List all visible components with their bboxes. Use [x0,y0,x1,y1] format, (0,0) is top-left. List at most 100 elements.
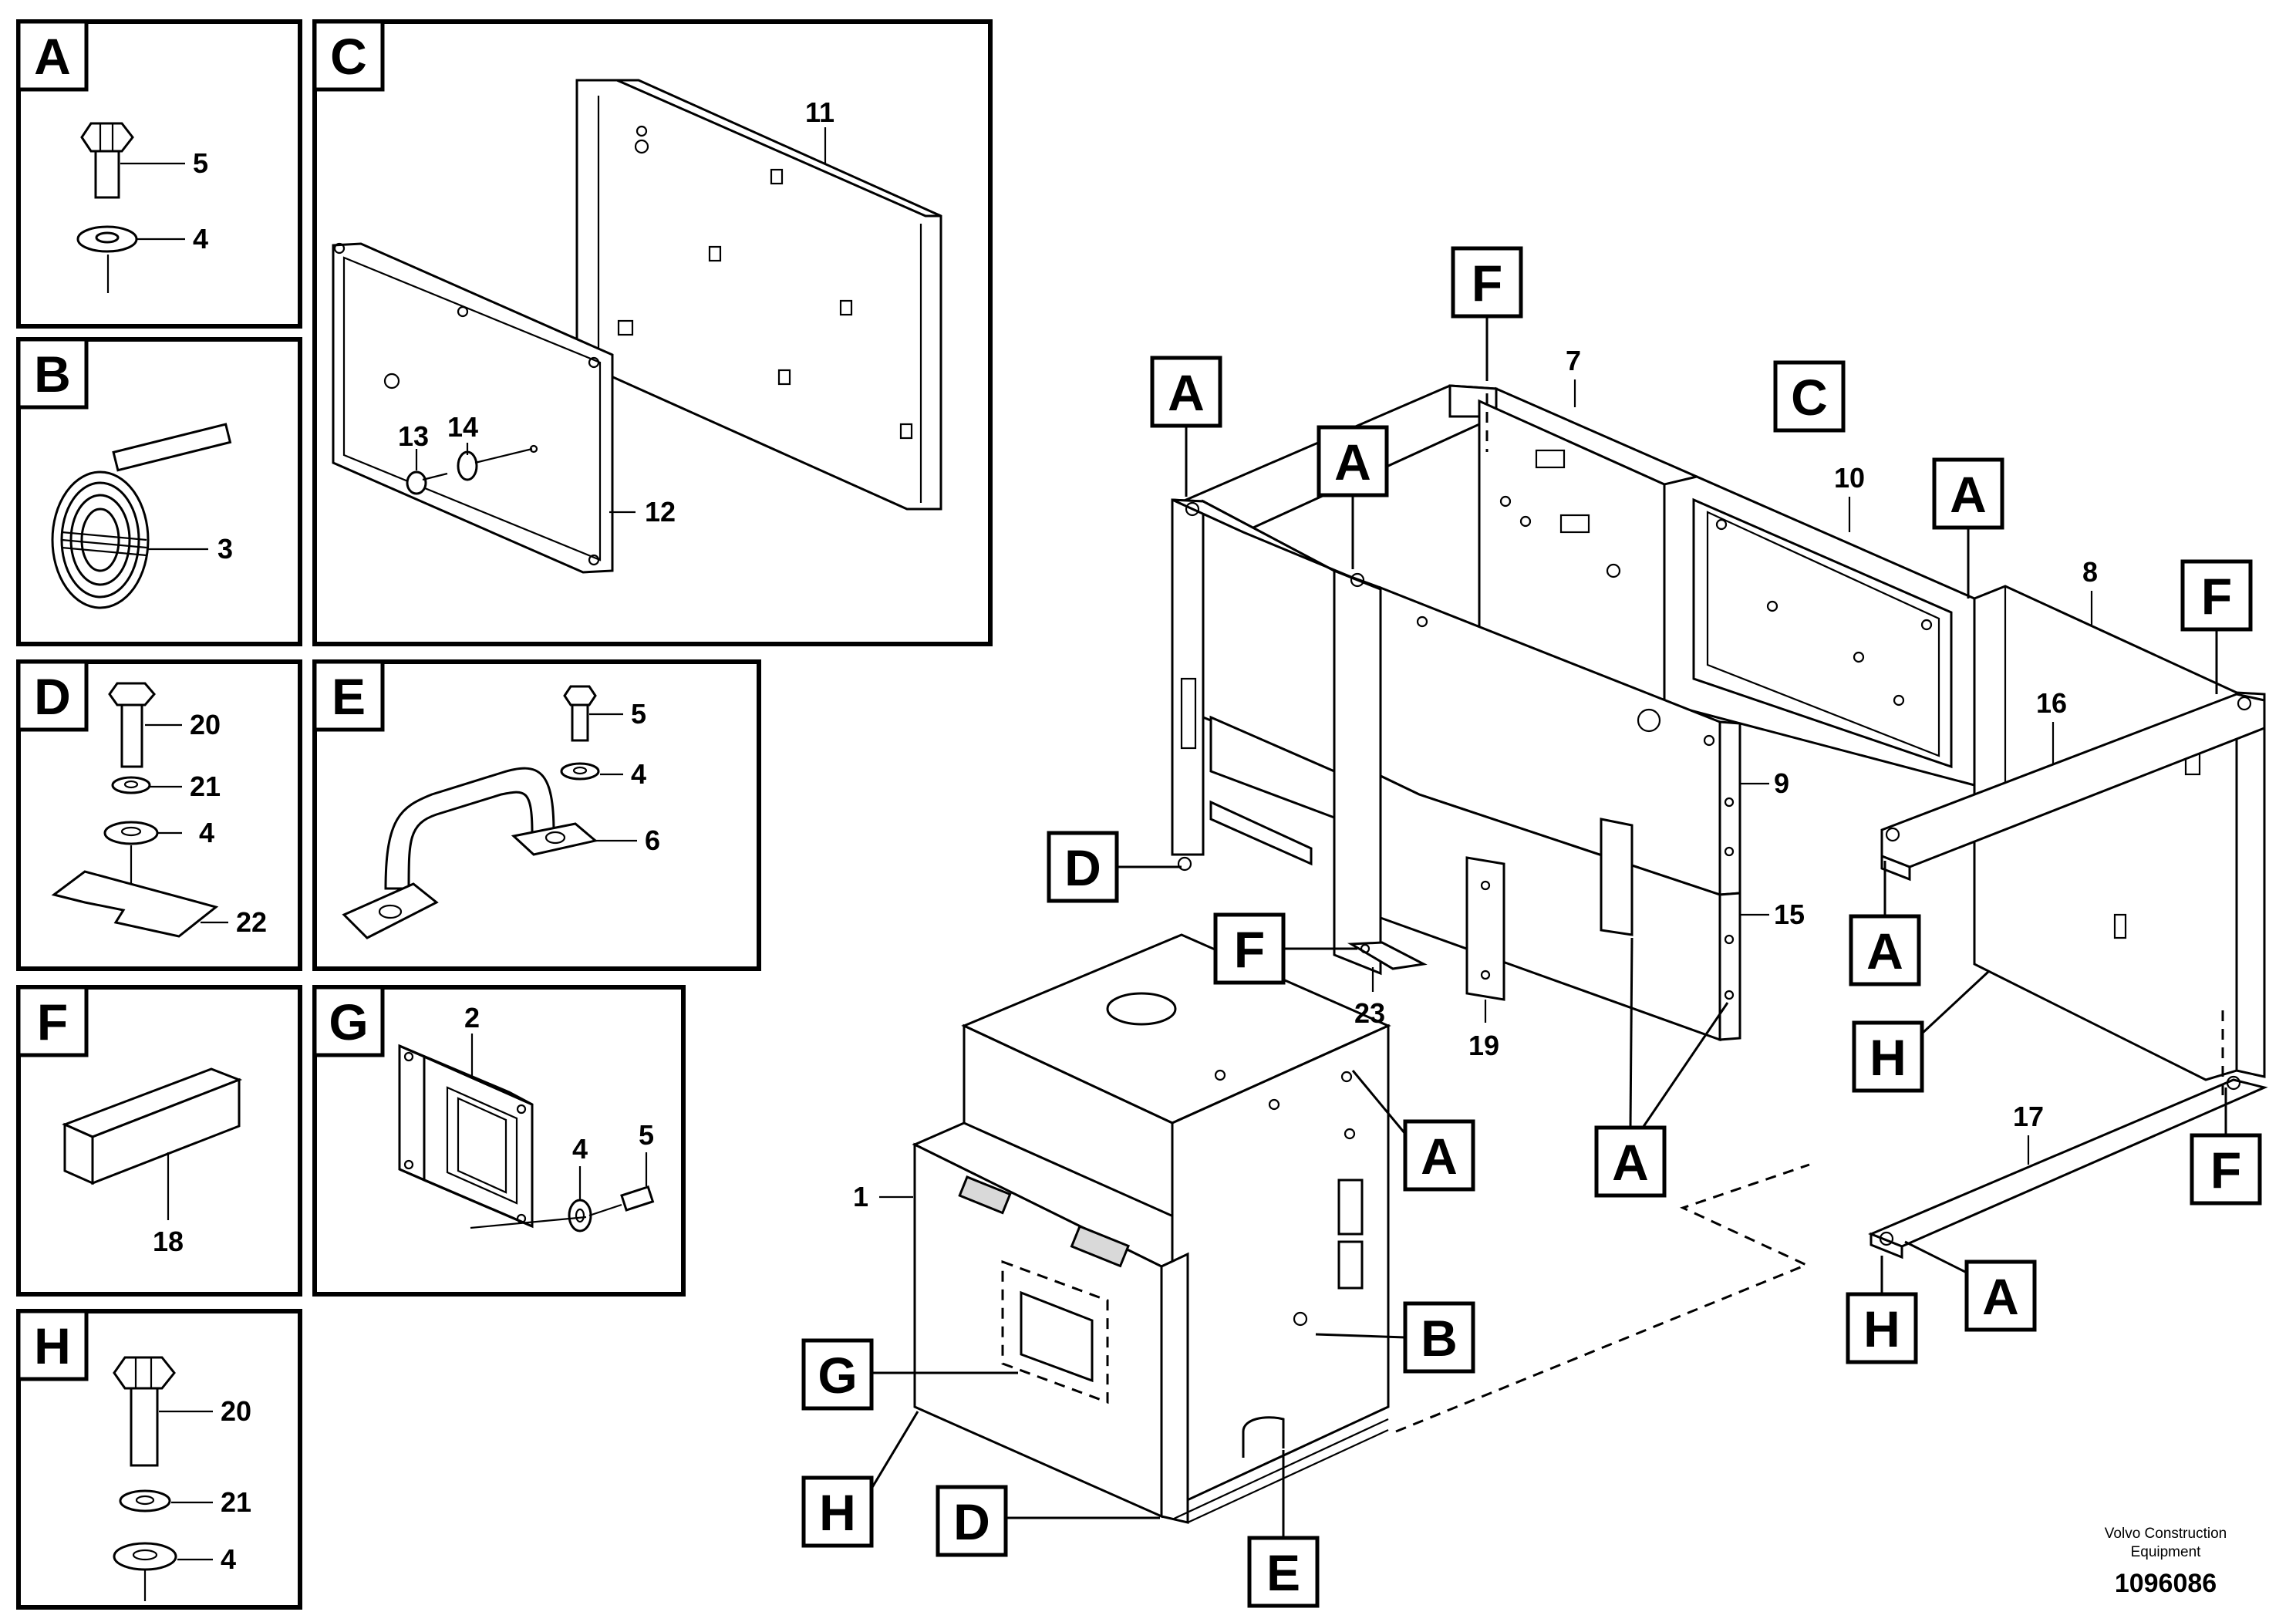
cabin-base-1 [912,933,1391,1524]
part-number-21: 21 [221,1486,251,1518]
svg-text:H: H [1863,1300,1900,1357]
part-number-20: 20 [190,709,221,740]
svg-text:A: A [1612,1134,1649,1191]
inset-letter-a: A [34,28,71,85]
part-number-12: 12 [645,496,676,528]
part-number-22: 22 [236,906,267,938]
inset-letter-h: H [34,1317,71,1374]
part-number-20: 20 [221,1395,251,1427]
part-number-3: 3 [217,533,233,565]
detail-tag-f: F [1213,912,1357,985]
svg-text:C: C [1791,369,1828,426]
bracket-2 [398,1044,534,1229]
inset-panel-h: H 20 21 4 [16,1309,302,1610]
shim-plate-icon [51,870,219,938]
svg-text:A: A [1866,922,1903,980]
brand-line-2: Equipment [2131,1544,2202,1560]
part-number-8: 8 [2082,556,2098,588]
detail-tag-d: D [936,1485,1160,1557]
part-number-7: 7 [1566,345,1581,376]
svg-text:D: D [953,1493,990,1550]
bolt-icon [588,1185,655,1217]
detail-tag-a: A [1351,1070,1475,1192]
washer-icon [76,225,138,253]
main-assembly [912,384,2268,1524]
svg-text:F: F [1234,921,1265,978]
detail-tag-g: G [801,1338,1018,1411]
detail-tag-h: H [801,1411,919,1548]
grab-handle-icon [1242,1416,1285,1458]
part-number-10: 10 [1834,462,1865,494]
part-number-16: 16 [2036,687,2067,719]
part-number-19: 19 [1468,1030,1499,1061]
part-number-18: 18 [153,1226,184,1257]
detail-tag-a: A [1904,1240,2037,1332]
mounting-plate-11 [575,79,942,511]
side-frame-10 [1663,475,1976,787]
rail-17 [1868,1075,2268,1259]
inset-panel-b: B 3 [16,337,302,646]
detail-tag-h: H [1846,1256,1918,1364]
part-number-9: 9 [1774,767,1789,799]
svg-text:D: D [1064,839,1101,896]
svg-text:F: F [1472,255,1502,312]
inset-letter-g: G [329,993,368,1050]
part-number-6: 6 [645,824,660,856]
svg-text:A: A [1982,1268,2019,1325]
bolt-icon [113,1356,176,1467]
detail-tag-f: F [1451,246,1523,381]
detail-tag-h: H [1852,970,1990,1093]
svg-text:B: B [1421,1310,1458,1367]
washer-icon [560,762,600,781]
part-number-13: 13 [398,420,429,452]
svg-text:H: H [1870,1029,1907,1086]
part-number-4: 4 [199,817,214,848]
part-number-21: 21 [190,771,221,802]
part-number-4: 4 [193,223,208,255]
plate-19 [1465,856,1505,1001]
svg-text:F: F [2201,568,2232,625]
detail-tag-a: A [1150,356,1222,497]
svg-text:A: A [1334,433,1371,491]
detail-tag-a: A [1317,425,1389,569]
part-number-11: 11 [805,96,834,128]
washer-14 [457,444,538,481]
drawing-number: 1096086 [2115,1569,2217,1598]
svg-text:A: A [1950,466,1987,523]
svg-text:H: H [819,1484,856,1541]
main-part-labels: 7 10 8 16 9 15 23 19 17 1 [853,345,2098,1212]
cover-plate-12 [332,242,614,574]
footer-brand: Volvo Construction Equipment 1096086 [2105,1526,2227,1598]
bolt-icon [108,682,156,768]
detail-tag-f: F [2190,1088,2262,1206]
part-number-14: 14 [447,411,478,443]
brand-line-1: Volvo Construction [2105,1526,2227,1542]
detail-tag-e: E [1247,1450,1320,1608]
detail-tag-f: F [2180,559,2253,694]
screw-13 [406,470,448,495]
inset-panel-g: G 2 4 5 [312,985,686,1297]
bracket-23 [1347,941,1428,970]
rail-16 [1880,693,2266,882]
detail-tag-a: A [1594,937,1729,1198]
side-panel-15 [1379,774,1741,1042]
plate-small [1600,818,1633,936]
inset-panel-d: D 20 21 4 22 [16,659,302,971]
part-number-5: 5 [631,698,646,730]
rubber-pad-icon [62,1067,243,1185]
front-frame [1171,498,1382,976]
svg-text:A: A [1421,1128,1458,1185]
inset-letter-c: C [330,28,367,85]
svg-text:F: F [2210,1141,2241,1199]
part-number-4: 4 [631,758,646,790]
grab-handle-icon [342,767,598,939]
svg-text:G: G [818,1347,857,1404]
detail-tag-b: B [1315,1301,1475,1374]
inset-letter-e: E [332,668,366,725]
detail-tag-a: A [1932,457,2004,599]
right-frame-8 [1973,585,2266,1081]
washer-icon [103,821,159,845]
inset-panel-a: A 5 4 [16,19,302,329]
detail-tag-a: A [1849,861,1921,986]
